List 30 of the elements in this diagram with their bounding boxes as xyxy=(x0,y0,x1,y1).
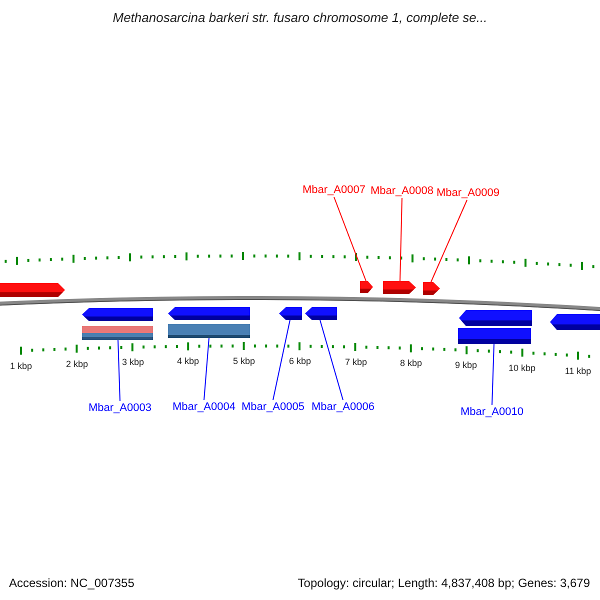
scale-label: 2 kbp xyxy=(64,358,90,370)
gene-label: Mbar_A0006 xyxy=(311,400,375,414)
leader-line xyxy=(334,196,366,282)
scale-label: 11 kbp xyxy=(564,366,592,377)
scale-label: 10 kbp xyxy=(507,362,537,374)
scale-label: 4 kbp xyxy=(176,356,200,368)
leader-line xyxy=(320,320,344,400)
scale-label: 1 kbp xyxy=(8,360,34,372)
leader-line xyxy=(430,200,468,282)
leader-line xyxy=(492,344,494,406)
gene-label: Mbar_A0007 xyxy=(302,183,366,197)
accession-text: Accession: NC_007355 xyxy=(9,575,134,592)
gene-label: Mbar_A0003 xyxy=(88,401,152,415)
scale-label: 8 kbp xyxy=(398,358,424,370)
gene-label: Mbar_A0004 xyxy=(172,400,236,414)
leader-line xyxy=(272,320,290,400)
title: Methanosarcina barkeri str. fusaro chromosome 1, complete se... xyxy=(112,9,488,27)
gene-label: Mbar_A0008 xyxy=(370,184,434,198)
scale-label: 9 kbp xyxy=(454,360,478,372)
leader-line xyxy=(204,338,210,400)
genome-info-text: Topology: circular; Length: 4,837,408 bp; Genes: 3,679 xyxy=(298,575,590,592)
gene-label: Mbar_A0010 xyxy=(460,405,524,419)
leader-line xyxy=(400,198,402,282)
gene-label: Mbar_A0005 xyxy=(241,400,305,414)
scale-label: 6 kbp xyxy=(288,356,312,368)
scale-label: 5 kbp xyxy=(232,356,256,367)
scale-label: 7 kbp xyxy=(344,357,368,368)
scale-label: 3 kbp xyxy=(120,357,146,368)
leader-line xyxy=(118,340,120,402)
gene-label: Mbar_A0009 xyxy=(436,186,500,200)
